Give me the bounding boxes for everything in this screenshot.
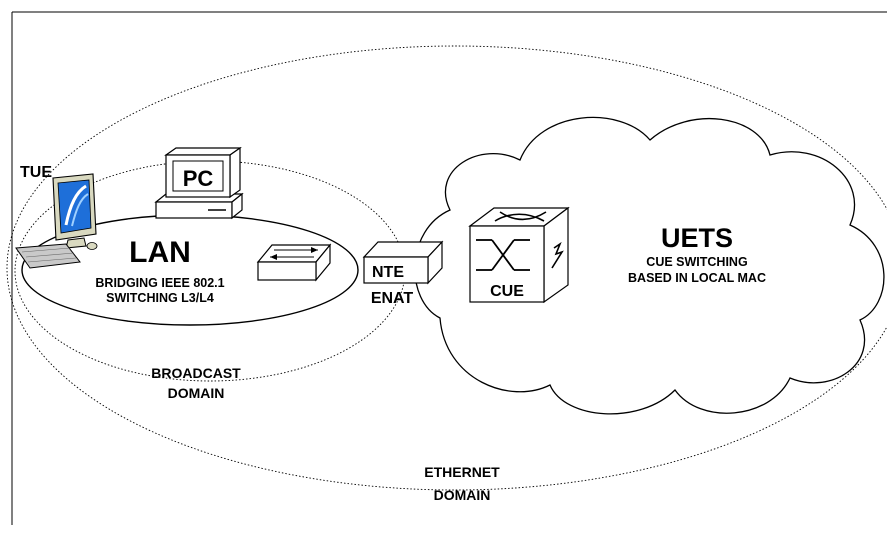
cloud-icon — [414, 116, 885, 415]
pc-label: PC — [183, 166, 214, 191]
cue-switch-cube-icon — [468, 206, 570, 304]
tue-label: TUE — [20, 164, 52, 181]
uets-line-cue-switching: CUE SWITCHING — [646, 255, 747, 269]
desktop-terminal-icon — [15, 173, 98, 269]
ethernet-domain-label-line2: DOMAIN — [434, 487, 491, 503]
nte-box-icon — [362, 240, 444, 285]
broadcast-domain-label-line1: BROADCAST — [151, 365, 241, 381]
lan-line-bridging: BRIDGING IEEE 802.1 — [95, 276, 224, 290]
nte-label: NTE — [372, 264, 404, 281]
uets-title: UETS — [661, 223, 733, 253]
ethernet-domain-label-line1: ETHERNET — [424, 464, 500, 480]
enat-label: ENAT — [371, 290, 414, 307]
cue-label: CUE — [490, 283, 524, 300]
lan-line-switching: SWITCHING L3/L4 — [106, 291, 214, 305]
pc-computer-icon — [154, 146, 244, 220]
switch-icon — [256, 243, 332, 282]
uets-line-local-mac: BASED IN LOCAL MAC — [628, 271, 766, 285]
lan-title: LAN — [129, 236, 191, 269]
broadcast-domain-label-line2: DOMAIN — [168, 385, 225, 401]
ethernet-domain-ellipse — [6, 45, 887, 491]
